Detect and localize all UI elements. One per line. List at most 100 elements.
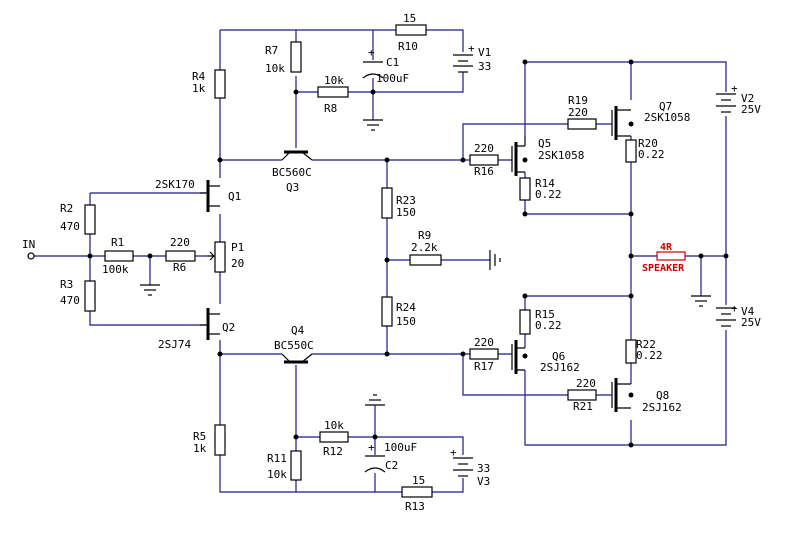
label-c2: C2 xyxy=(385,459,398,472)
mosfet-q6 xyxy=(511,340,525,374)
ground-speaker xyxy=(691,295,711,307)
label-r24-value: 150 xyxy=(396,315,416,328)
label-r12: R12 xyxy=(323,445,343,458)
label-q5-type: 2SK1058 xyxy=(538,149,584,162)
svg-text:+: + xyxy=(368,441,375,454)
label-r13: R13 xyxy=(405,500,425,513)
resistor-r2 xyxy=(84,204,96,235)
ground-input xyxy=(140,284,160,296)
junctions xyxy=(87,59,729,448)
label-r9-value: 2.2k xyxy=(411,241,438,254)
label-r24: R24 xyxy=(396,301,416,314)
input-terminal xyxy=(27,252,35,260)
svg-text:+: + xyxy=(368,46,375,59)
battery-v3: + xyxy=(450,446,473,477)
resistor-r9 xyxy=(409,254,442,266)
capacitors: + + xyxy=(362,46,386,473)
label-q2-type: 2SJ74 xyxy=(158,338,191,351)
resistor-r4 xyxy=(214,69,226,99)
label-p1: P1 xyxy=(231,241,244,254)
label-r16-value: 220 xyxy=(474,142,494,155)
label-r14-value: 0.22 xyxy=(535,188,562,201)
battery-v4: + xyxy=(716,302,738,327)
label-r13-value: 15 xyxy=(412,474,425,487)
resistor-r24 xyxy=(381,296,393,327)
resistor-r16 xyxy=(469,154,499,166)
transistor-q3 xyxy=(281,150,313,161)
label-r19: R19 xyxy=(568,94,588,107)
label-r15: R15 xyxy=(535,308,555,321)
label-q6: Q6 xyxy=(552,350,565,363)
label-r11-value: 10k xyxy=(267,468,287,481)
label-r21: R21 xyxy=(573,400,593,413)
label-r2-value: 470 xyxy=(60,220,80,233)
resistor-r8 xyxy=(317,86,349,98)
svg-text:+: + xyxy=(731,82,738,95)
label-q2: Q2 xyxy=(222,321,235,334)
label-r2: R2 xyxy=(60,202,73,215)
label-q7-type: 2SK1058 xyxy=(644,111,690,124)
label-r14: R14 xyxy=(535,177,555,190)
label-speaker-value: 4R xyxy=(660,242,673,253)
label-r16: R16 xyxy=(474,165,494,178)
resistor-r21 xyxy=(567,389,597,401)
label-r8: R8 xyxy=(324,102,337,115)
resistors xyxy=(84,24,686,498)
label-v4-value: 25V xyxy=(741,316,761,329)
resistor-r11 xyxy=(290,450,302,481)
resistor-r14 xyxy=(519,177,531,201)
label-q5: Q5 xyxy=(538,137,551,150)
resistor-r13 xyxy=(401,486,433,498)
label-q6-type: 2SJ162 xyxy=(540,361,580,374)
label-r10: R10 xyxy=(398,40,418,53)
label-r1-value: 100k xyxy=(102,263,129,276)
svg-text:+: + xyxy=(731,302,738,315)
capacitor-c2: + xyxy=(364,441,386,473)
ground-c2 xyxy=(365,394,385,437)
label-q8-type: 2SJ162 xyxy=(642,401,682,414)
svg-text:+: + xyxy=(468,42,475,55)
label-v1-value: 33 xyxy=(478,60,491,73)
label-r22-value: 0.22 xyxy=(636,349,663,362)
batteries: + + + + xyxy=(450,42,738,477)
speaker-load xyxy=(656,251,686,261)
label-v2: V2 xyxy=(741,92,754,105)
resistor-r19 xyxy=(567,118,597,130)
label-r5-value: 1k xyxy=(193,442,207,455)
label-r8-value: 10k xyxy=(324,74,344,87)
resistor-r6 xyxy=(165,250,196,262)
resistor-r5 xyxy=(214,424,226,456)
transistor-q4 xyxy=(281,353,313,364)
resistor-r10 xyxy=(395,24,427,36)
label-r22: R22 xyxy=(636,338,656,351)
label-q1-type: 2SK170 xyxy=(155,178,195,191)
label-r1: R1 xyxy=(111,236,124,249)
resistor-r17 xyxy=(469,348,499,360)
label-r20-value: 0.22 xyxy=(638,148,665,161)
transistors xyxy=(27,106,631,412)
mosfet-q5 xyxy=(511,136,526,176)
label-r5: R5 xyxy=(193,430,206,443)
mosfet-q7 xyxy=(611,106,631,140)
resistor-r23 xyxy=(381,187,393,219)
label-r15-value: 0.22 xyxy=(535,319,562,332)
potentiometer-p1 xyxy=(214,241,226,273)
svg-text:+: + xyxy=(450,446,457,459)
label-q8: Q8 xyxy=(656,389,669,402)
grounds xyxy=(140,119,711,437)
label-v1: V1 xyxy=(478,46,491,59)
resistor-r20 xyxy=(625,139,637,163)
resistor-r22 xyxy=(625,339,637,364)
label-r3-value: 470 xyxy=(60,294,80,307)
label-input: IN xyxy=(22,238,35,251)
resistor-r7 xyxy=(290,41,302,73)
battery-v1: + xyxy=(453,42,475,73)
label-r19-value: 220 xyxy=(568,106,588,119)
label-q7: Q7 xyxy=(659,100,672,113)
label-r6-value: 220 xyxy=(170,236,190,249)
label-q3-type: BC560C xyxy=(272,166,312,179)
label-r6: R6 xyxy=(173,261,186,274)
label-speaker: SPEAKER xyxy=(642,263,685,274)
